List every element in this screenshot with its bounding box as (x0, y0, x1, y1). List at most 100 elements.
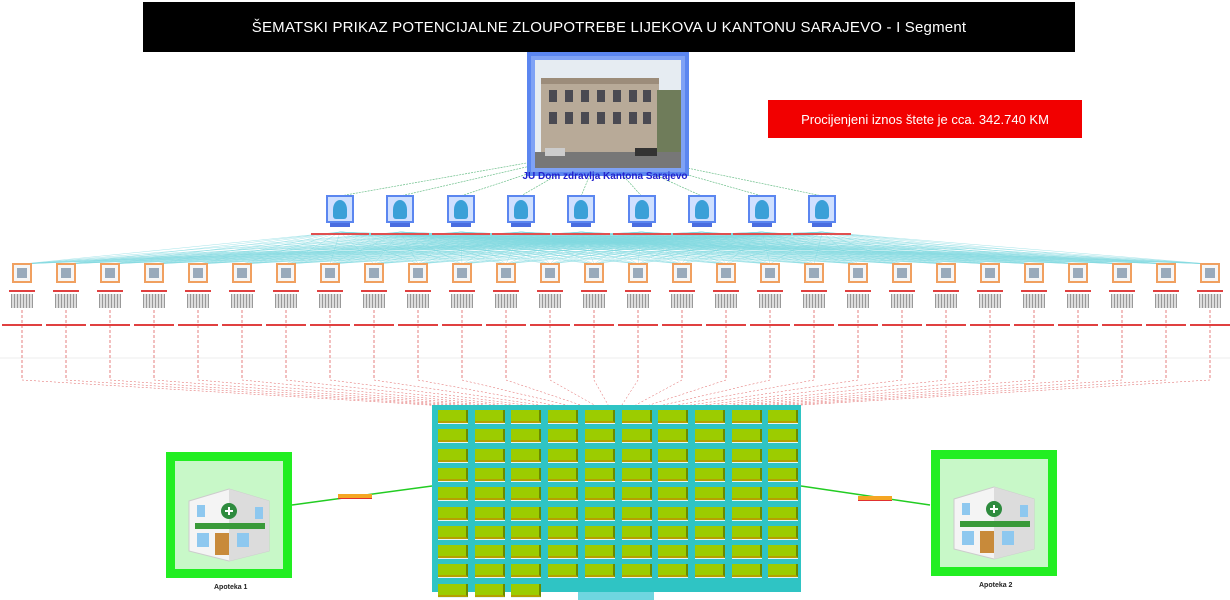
patient-node[interactable] (188, 263, 208, 283)
prescription-card[interactable] (584, 506, 615, 521)
prescription-card[interactable] (584, 429, 615, 444)
prescription-card[interactable] (768, 506, 799, 521)
patient-node[interactable] (1068, 263, 1088, 283)
prescription-card[interactable] (768, 429, 799, 444)
prescription-card[interactable] (548, 545, 579, 560)
doctor-node[interactable] (748, 195, 777, 227)
patient-node[interactable] (980, 263, 1000, 283)
patient-node[interactable] (1112, 263, 1132, 283)
prescription-card[interactable] (438, 467, 468, 482)
prescription-card[interactable] (548, 467, 579, 482)
doctor-node[interactable] (627, 195, 656, 227)
prescription-card[interactable] (621, 545, 652, 560)
prescription-card[interactable] (511, 448, 542, 463)
prescription-card[interactable] (548, 410, 579, 424)
prescription-card[interactable] (474, 487, 505, 502)
prescription-card[interactable] (658, 467, 689, 482)
prescription-card[interactable] (511, 564, 542, 579)
patient-node[interactable] (1024, 263, 1044, 283)
prescription-card[interactable] (658, 429, 689, 444)
doctor-node[interactable] (326, 195, 354, 227)
patient-node[interactable] (56, 263, 76, 283)
patient-node[interactable] (672, 263, 692, 283)
prescription-card[interactable] (621, 410, 652, 424)
patient-node[interactable] (364, 263, 384, 283)
prescription-card[interactable] (511, 545, 542, 560)
prescription-card[interactable] (731, 564, 762, 579)
patient-node[interactable] (1156, 263, 1176, 283)
patient-node[interactable] (584, 263, 604, 283)
prescription-card[interactable] (548, 564, 579, 579)
prescription-card[interactable] (621, 525, 652, 540)
prescription-card[interactable] (731, 487, 762, 502)
prescription-card[interactable] (584, 564, 615, 579)
prescription-card[interactable] (438, 564, 468, 579)
prescription-card[interactable] (474, 545, 505, 560)
prescription-card[interactable] (658, 545, 689, 560)
prescription-card[interactable] (474, 506, 505, 521)
prescription-card[interactable] (621, 429, 652, 444)
prescription-card[interactable] (658, 410, 689, 424)
prescription-card[interactable] (584, 545, 615, 560)
doctor-node[interactable] (446, 195, 475, 227)
prescription-card[interactable] (731, 506, 762, 521)
prescription-card[interactable] (694, 448, 725, 463)
prescription-card[interactable] (731, 410, 762, 424)
prescription-card[interactable] (694, 506, 725, 521)
prescription-card[interactable] (658, 564, 689, 579)
prescription-card[interactable] (694, 545, 725, 560)
prescription-card[interactable] (474, 429, 505, 444)
prescription-card[interactable] (658, 506, 689, 521)
patient-node[interactable] (496, 263, 516, 283)
prescription-card[interactable] (731, 467, 762, 482)
doctor-node[interactable] (687, 195, 716, 227)
prescription-card[interactable] (621, 506, 652, 521)
prescription-card[interactable] (548, 525, 579, 540)
prescription-card[interactable] (621, 564, 652, 579)
prescription-card[interactable] (584, 410, 615, 424)
prescription-card[interactable] (658, 448, 689, 463)
patient-node[interactable] (892, 263, 912, 283)
prescription-card[interactable] (584, 467, 615, 482)
prescription-card[interactable] (768, 525, 799, 540)
prescription-card[interactable] (438, 583, 468, 598)
doctor-node[interactable] (386, 195, 415, 227)
patient-node[interactable] (804, 263, 824, 283)
prescription-card[interactable] (621, 467, 652, 482)
prescription-card[interactable] (768, 564, 799, 579)
prescription-card[interactable] (694, 525, 725, 540)
prescription-card[interactable] (768, 448, 799, 463)
patient-node[interactable] (276, 263, 296, 283)
prescription-card[interactable] (621, 487, 652, 502)
prescription-card[interactable] (548, 487, 579, 502)
prescription-card[interactable] (438, 506, 468, 521)
patient-node[interactable] (12, 263, 32, 283)
patient-node[interactable] (936, 263, 956, 283)
prescription-card[interactable] (511, 583, 542, 598)
doctor-node[interactable] (567, 195, 596, 227)
patient-node[interactable] (408, 263, 428, 283)
prescription-card[interactable] (474, 467, 505, 482)
patient-node[interactable] (540, 263, 560, 283)
prescription-card[interactable] (768, 467, 799, 482)
prescription-card[interactable] (731, 525, 762, 540)
prescription-card[interactable] (768, 410, 799, 424)
prescription-card[interactable] (438, 487, 468, 502)
prescription-card[interactable] (474, 564, 505, 579)
patient-node[interactable] (716, 263, 736, 283)
prescription-card[interactable] (694, 410, 725, 424)
prescription-card[interactable] (621, 448, 652, 463)
prescription-card[interactable] (511, 525, 542, 540)
prescription-card[interactable] (731, 448, 762, 463)
doctor-node[interactable] (506, 195, 535, 227)
patient-node[interactable] (144, 263, 164, 283)
prescription-card[interactable] (438, 429, 468, 444)
prescription-card[interactable] (438, 410, 468, 424)
prescription-card[interactable] (474, 410, 505, 424)
patient-node[interactable] (100, 263, 120, 283)
patient-node[interactable] (452, 263, 472, 283)
prescription-card[interactable] (584, 487, 615, 502)
prescription-card[interactable] (438, 545, 468, 560)
prescription-card[interactable] (548, 429, 579, 444)
patient-node[interactable] (232, 263, 252, 283)
